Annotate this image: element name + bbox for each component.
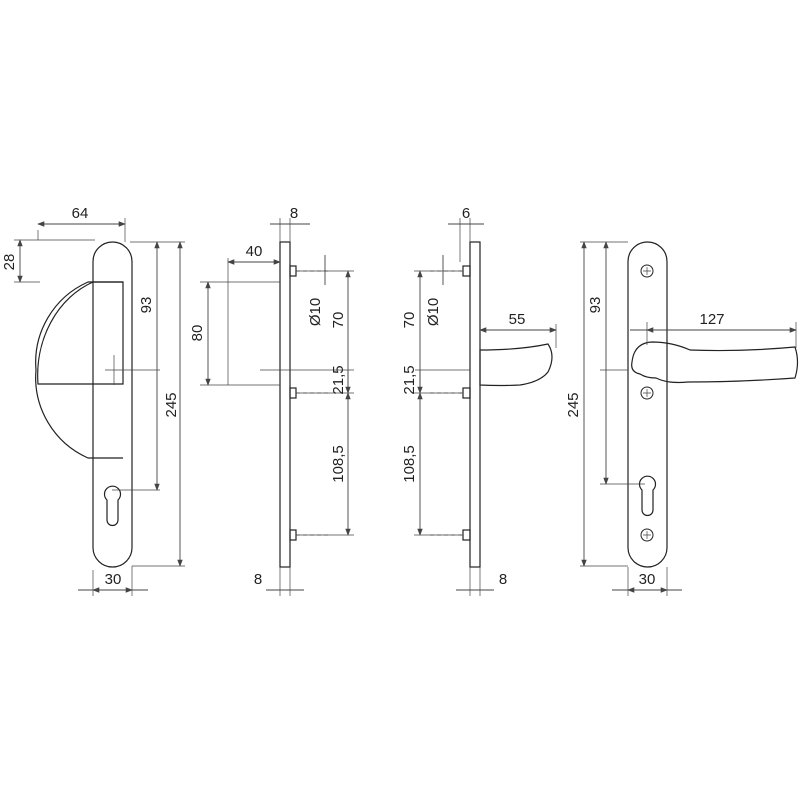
dim-l8-label: 8: [499, 571, 507, 588]
lever-side-pin-top: [462, 265, 471, 277]
dim-245-label: 245: [163, 392, 180, 417]
dim-64-label: 64: [72, 205, 89, 222]
lever-side-view: 6 70 Ø10 21,5 108,5 55 8: [401, 205, 557, 596]
dim-108-label: 108,5: [330, 445, 347, 483]
lever-front-screw-top-cross: [643, 267, 651, 275]
dim-55-label: 55: [509, 311, 526, 328]
dim-40-label: 40: [246, 243, 263, 260]
lever-front-handle: [631, 341, 799, 384]
knob-side-pin-bottom: [289, 529, 297, 541]
lever-front-keyhole: [638, 475, 657, 517]
lever-front-backplate: [627, 241, 668, 568]
dim-127-label: 127: [699, 311, 724, 328]
knob-side-view: 8 40 80 Ø10 70 21,5 108,5 8: [189, 205, 354, 596]
lever-side-pin-bottom: [462, 529, 471, 541]
knob-front-backplate: [92, 241, 133, 568]
knob-side-pin-mid: [289, 387, 297, 399]
knob-side-plate: [279, 241, 291, 568]
dim-l93-label: 93: [587, 297, 604, 314]
lever-front-view: 127 93 245 30: [565, 241, 799, 596]
dim-8-top-label: 8: [290, 205, 298, 222]
lever-side-handle: [479, 343, 553, 387]
dim-93-label: 93: [138, 297, 155, 314]
dim-30-label: 30: [105, 571, 122, 588]
knob-front-knob-outline: [35, 281, 123, 459]
dim-70-label: 70: [330, 312, 347, 329]
dim-6-label: 6: [462, 205, 470, 222]
lever-side-pin-mid: [462, 387, 471, 399]
knob-front-knob-shape: [37, 281, 124, 385]
dim-28-label: 28: [1, 254, 18, 271]
lever-front-screw-mid-cross: [643, 389, 651, 397]
dim-d10-label: Ø10: [307, 298, 324, 326]
lever-front-screw-bottom-cross: [643, 531, 651, 539]
knob-front-view: 64 28 93 245 30: [1, 205, 185, 596]
dim-l21-label: 21,5: [401, 365, 418, 394]
lever-side-plate: [469, 241, 481, 568]
knob-front-keyhole: [103, 485, 122, 527]
dim-l70-label: 70: [401, 312, 418, 329]
dim-l30-label: 30: [639, 571, 656, 588]
dim-8-bottom-label: 8: [254, 571, 262, 588]
dim-21-label: 21,5: [330, 365, 347, 394]
dim-80-label: 80: [189, 325, 206, 342]
dim-l245-label: 245: [565, 392, 582, 417]
knob-side-pin-top: [289, 265, 297, 277]
dim-l108-label: 108,5: [401, 445, 418, 483]
dim-ld10-label: Ø10: [425, 298, 442, 326]
